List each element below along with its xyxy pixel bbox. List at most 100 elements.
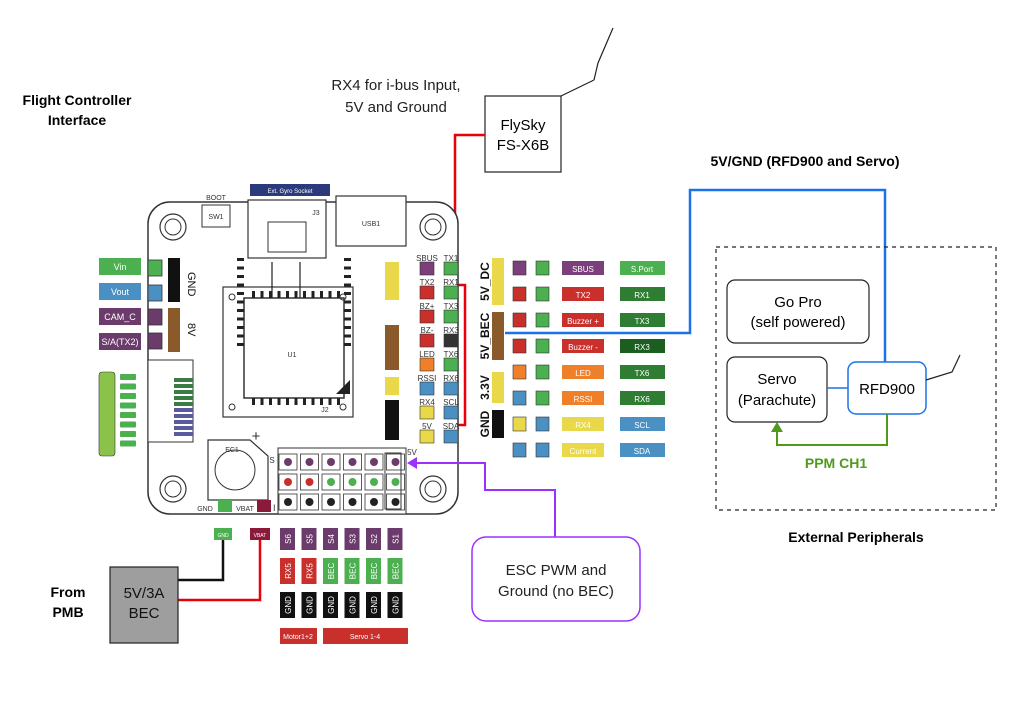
rx-note-line-2: 5V and Ground: [345, 99, 447, 116]
power-rail-label: 5V_BEC: [478, 312, 492, 359]
board-pad: [419, 333, 435, 348]
rail-pad: [535, 260, 550, 276]
chip-pin: [344, 275, 351, 278]
title-line-2: Interface: [48, 112, 107, 128]
side-pin: [120, 402, 136, 409]
jst-wire: [174, 402, 193, 406]
header-pin: [391, 498, 400, 506]
motor-gnd-tag: [344, 592, 360, 618]
chip-corner-dot: [228, 403, 236, 411]
motor-gnd-label: GND: [370, 596, 379, 614]
header-5v-col: [384, 452, 402, 510]
board-pad-label: LED: [419, 350, 435, 359]
v33-block: [385, 377, 399, 395]
uart-pill-label: TX3: [635, 317, 650, 326]
motor-mid-label: RX5: [306, 563, 315, 579]
vbat-tag: [250, 528, 270, 540]
board-pad: [443, 285, 459, 300]
usb-label: USB1: [362, 221, 380, 228]
jst-wire: [174, 408, 193, 412]
rail-pad: [535, 364, 550, 380]
motor-gnd-label: GND: [284, 596, 293, 614]
motor-header-pins: [278, 452, 405, 511]
chip-pin: [311, 398, 315, 405]
uart-pill: [620, 417, 665, 431]
motor-gnd-label: GND: [349, 596, 358, 614]
board-gnd-block: [385, 400, 399, 440]
flysky-antenna-base: [560, 79, 595, 97]
jst-wire: [174, 414, 193, 418]
board-pad-label: 5V: [422, 422, 432, 431]
signal-pill: [562, 287, 604, 301]
chip-pin: [277, 398, 281, 405]
board-pad-label: TX1: [444, 254, 459, 263]
board-pad: [443, 381, 459, 396]
rail-pad: [535, 338, 550, 354]
rail-pad: [512, 442, 527, 458]
motor-gnd-tag: [387, 592, 403, 618]
vbat-pad: [257, 500, 271, 512]
signal-pill-label: SBUS: [572, 265, 594, 274]
chip-pin: [344, 343, 351, 346]
side-connector: [98, 371, 116, 457]
gnd-pad-label: GND: [197, 506, 213, 513]
chip-corner-dot: [339, 293, 347, 301]
power-rail-label: 3.3V: [478, 375, 492, 400]
chip-pin: [237, 258, 244, 261]
jst-stripes: [174, 378, 193, 436]
bec-gnd-wire: [178, 540, 225, 582]
board-pad-label: TX6: [444, 350, 459, 359]
board-pad-label: SCL: [443, 398, 459, 407]
uart-pill-label: TX6: [635, 369, 650, 378]
eight-v-label: 8V: [185, 323, 197, 337]
rail-pad: [512, 390, 527, 406]
chip-pin: [344, 309, 351, 312]
board-pad: [419, 429, 435, 444]
esc-label-2: Ground (no BEC): [498, 583, 614, 600]
ppm-arrow: [771, 422, 783, 432]
board-pin-satx2: [147, 332, 163, 350]
chip-pin: [286, 398, 289, 405]
motor-mid-tag: [323, 558, 338, 584]
chip-pin: [237, 275, 244, 278]
chip-pin: [303, 291, 306, 298]
chip-corner-dot: [339, 403, 347, 411]
board-pad-label: BZ+: [420, 302, 435, 311]
gopro-label-1: Go Pro: [774, 294, 822, 311]
motor-mid-tag: [280, 558, 295, 584]
flysky-box: [484, 95, 562, 173]
rfd-wire-label: 5V/GND (RFD900 and Servo): [710, 153, 899, 169]
board-pad-label: RX6: [443, 374, 459, 383]
left-pin-label: Vout: [111, 287, 130, 297]
uart-pill-label: RX6: [634, 395, 650, 404]
chip-pin: [303, 398, 306, 405]
power-rail-bar: [492, 372, 504, 403]
bec-label-2: BEC: [129, 605, 160, 622]
flysky-label-2: FS-X6B: [497, 137, 550, 154]
header-pin: [284, 498, 292, 506]
motor-group-label: Motor1+2: [283, 634, 313, 641]
mcu-chip: [243, 297, 345, 399]
motor-mid-label: RX5: [284, 563, 293, 579]
motor-signal-label: S3: [349, 534, 358, 544]
chip-pin: [344, 326, 351, 329]
chip-pin: [344, 300, 351, 304]
rail-pad: [535, 442, 550, 458]
s-mark: S: [269, 456, 274, 465]
gyro-socket-label: Ext. Gyro Socket: [267, 189, 312, 195]
gopro-label-2: (self powered): [750, 314, 845, 331]
chip-pin: [328, 398, 332, 405]
power-rail-bar: [492, 312, 504, 360]
side-pin: [120, 393, 136, 399]
header-pin: [370, 478, 378, 486]
motor-signal-tag: [280, 528, 295, 550]
gyro-socket-badge: [250, 184, 330, 196]
gnd-pad: [218, 500, 232, 512]
left-pin-pill: [99, 283, 141, 300]
motor-mid-tag: [387, 558, 403, 584]
jst-wire: [174, 390, 193, 394]
sw1-switch: [201, 204, 231, 228]
board-pad: [419, 405, 435, 420]
vbat-tag-label: VBAT: [254, 533, 267, 539]
motor-gnd-tag: [280, 592, 295, 618]
